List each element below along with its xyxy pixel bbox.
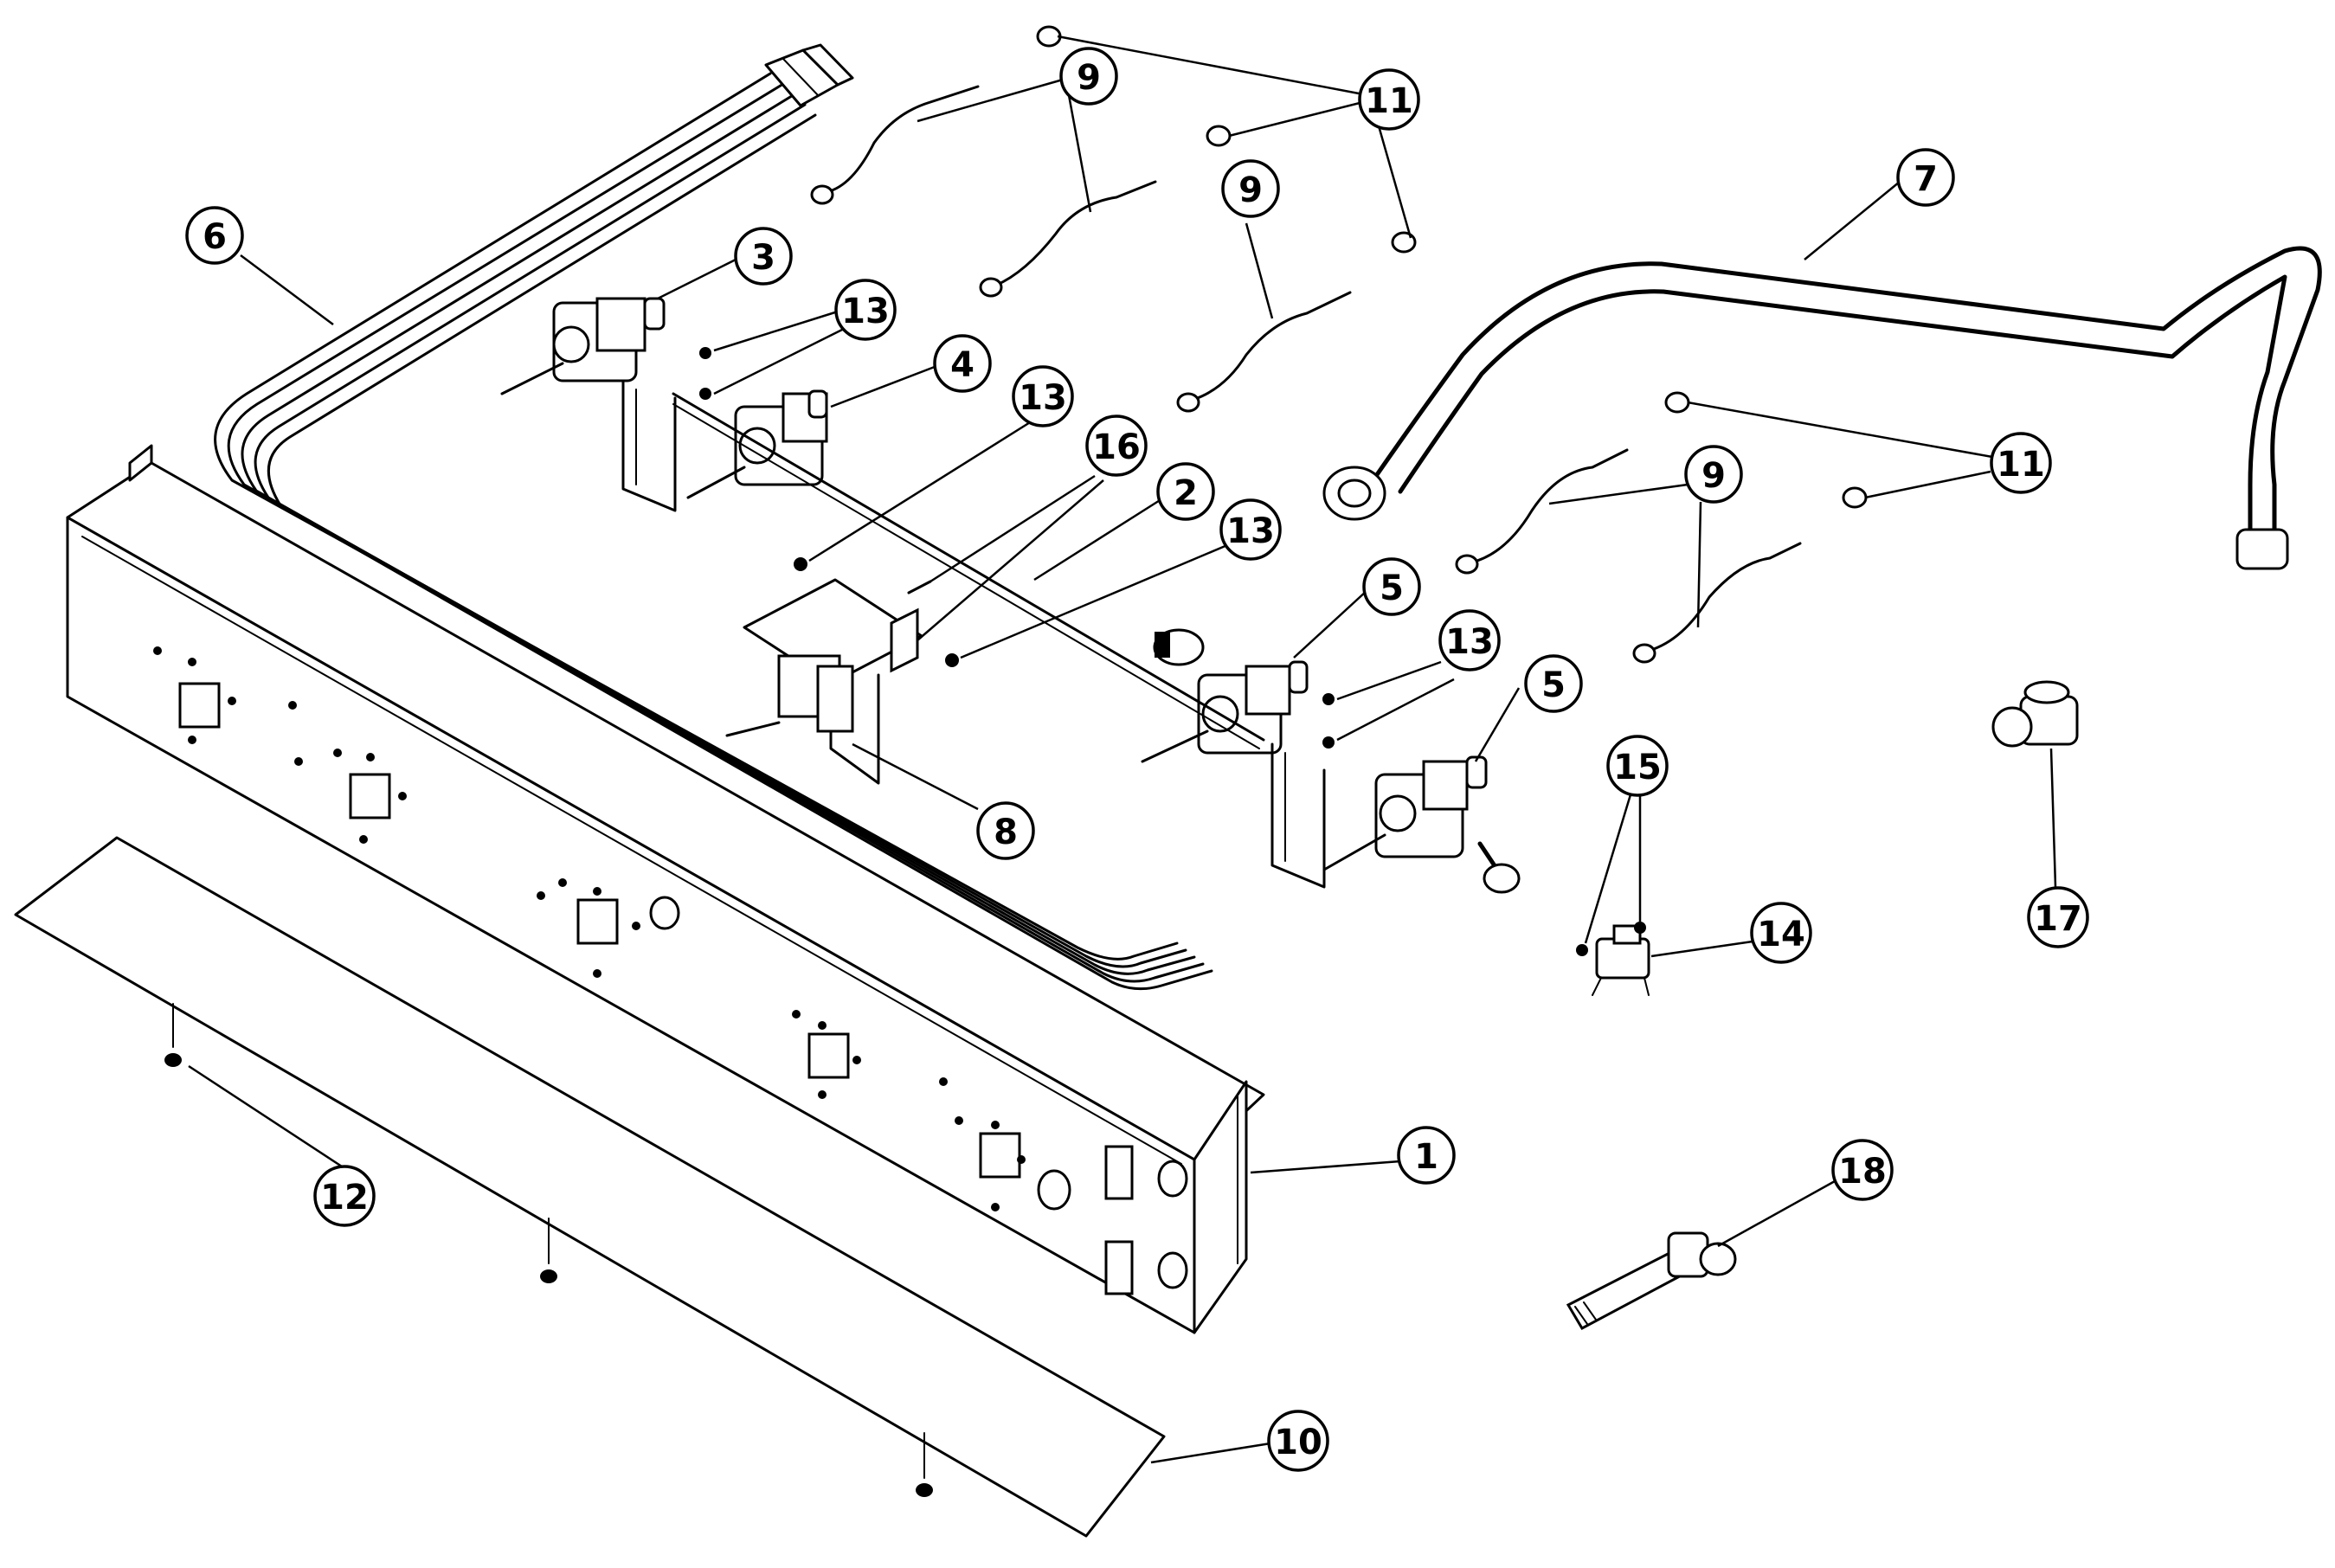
leader-lines	[188, 35, 2057, 1464]
part-3-valve	[500, 297, 666, 395]
part-15-screw	[1634, 922, 1646, 934]
callout-label: 13	[1445, 622, 1494, 662]
callout-label: 6	[203, 217, 227, 257]
callout-11-top: 11	[1358, 68, 1420, 131]
callout-label: 5	[1541, 665, 1566, 705]
callout-5-upper: 5	[1362, 557, 1421, 616]
callout-9-top: 9	[1059, 47, 1118, 106]
part-18-igniter	[1566, 1231, 1737, 1330]
callout-label: 2	[1174, 473, 1198, 513]
part-7-manifold-tube	[1322, 246, 2322, 570]
part-8-switch-bracket	[725, 578, 923, 785]
callout-13-lower: 13	[1219, 498, 1282, 561]
part-13-screw	[699, 347, 711, 359]
part-5-valve-lower	[1322, 755, 1521, 894]
part-13-screw	[945, 653, 959, 667]
callout-label: 10	[1274, 1423, 1322, 1462]
callout-label: 12	[320, 1178, 369, 1218]
callout-13-upper-left: 13	[834, 279, 897, 341]
part-12-screw	[540, 1218, 557, 1283]
callout-5-lower: 5	[1524, 654, 1583, 713]
part-11-nut	[1036, 25, 1062, 48]
callout-9-middle: 9	[1221, 159, 1280, 218]
part-9-wire-lead	[1455, 448, 1629, 575]
part-13-screw	[1322, 693, 1335, 705]
callout-label: 4	[950, 345, 975, 385]
callout-label: 1	[1414, 1137, 1438, 1177]
callout-4: 4	[933, 334, 992, 393]
callout-label: 13	[1226, 511, 1275, 551]
callout-3: 3	[734, 227, 793, 286]
callout-label: 16	[1092, 427, 1141, 467]
part-10-trim-strip	[14, 836, 1166, 1538]
callout-label: 8	[994, 813, 1018, 852]
callout-15: 15	[1606, 735, 1669, 797]
callout-label: 11	[1365, 81, 1413, 121]
part-9-wire-lead	[1176, 291, 1352, 413]
callout-17: 17	[2027, 886, 2089, 948]
part-11-nut	[1842, 486, 1868, 509]
callout-11-right: 11	[1990, 432, 2052, 494]
callout-1: 1	[1397, 1126, 1456, 1185]
callout-label: 5	[1380, 569, 1404, 608]
callout-label: 9	[1701, 456, 1726, 496]
callout-label: 7	[1914, 159, 1938, 199]
callout-14: 14	[1750, 902, 1812, 964]
part-11-nut	[1664, 391, 1690, 414]
callout-10: 10	[1267, 1410, 1329, 1472]
part-9-wire-lead	[979, 180, 1157, 298]
callout-label: 18	[1838, 1152, 1887, 1192]
callout-16: 16	[1085, 414, 1148, 477]
part-13-screw	[794, 557, 807, 571]
callout-label: 13	[1019, 378, 1067, 418]
part-1-control-panel	[66, 444, 1265, 1334]
callout-label: 3	[751, 238, 775, 278]
part-14-switch	[1592, 924, 1650, 996]
callout-label: 11	[1997, 445, 2045, 485]
part-5-valve-upper	[1141, 628, 1309, 763]
part-16-pin	[907, 580, 932, 594]
part-11-nut	[1206, 125, 1232, 147]
callout-label: 14	[1757, 915, 1805, 954]
callout-6: 6	[185, 206, 244, 265]
callout-label: 15	[1613, 748, 1662, 787]
part-4-valve	[686, 389, 828, 499]
callout-7: 7	[1896, 148, 1955, 207]
part-17-elbow-fitting	[1991, 680, 2079, 748]
callout-2: 2	[1156, 462, 1215, 521]
part-12-screw	[164, 1003, 182, 1067]
valve-bracket-left	[621, 379, 677, 512]
callout-8: 8	[976, 801, 1035, 860]
part-13-screw	[699, 388, 711, 400]
callout-label: 13	[841, 292, 890, 331]
part-2-rod	[672, 392, 1265, 749]
callout-12: 12	[313, 1165, 376, 1227]
part-9-wire-lead	[1632, 542, 1802, 664]
part-13-screw	[1322, 736, 1335, 749]
part-11-nut	[1391, 231, 1417, 254]
callout-label: 9	[1238, 170, 1263, 210]
callout-label: 9	[1077, 58, 1101, 98]
valve-bracket-right	[1270, 742, 1326, 889]
callout-18: 18	[1831, 1139, 1894, 1201]
part-9-wire-lead	[810, 85, 980, 205]
callout-label: 17	[2034, 899, 2082, 939]
callout-13-center: 13	[1012, 365, 1074, 427]
part-12-screw	[916, 1432, 933, 1497]
part-6-wiring-harness	[214, 43, 1213, 991]
callout-13-right: 13	[1438, 609, 1501, 672]
callout-9-right: 9	[1684, 445, 1743, 504]
part-15-screw	[1576, 944, 1588, 956]
